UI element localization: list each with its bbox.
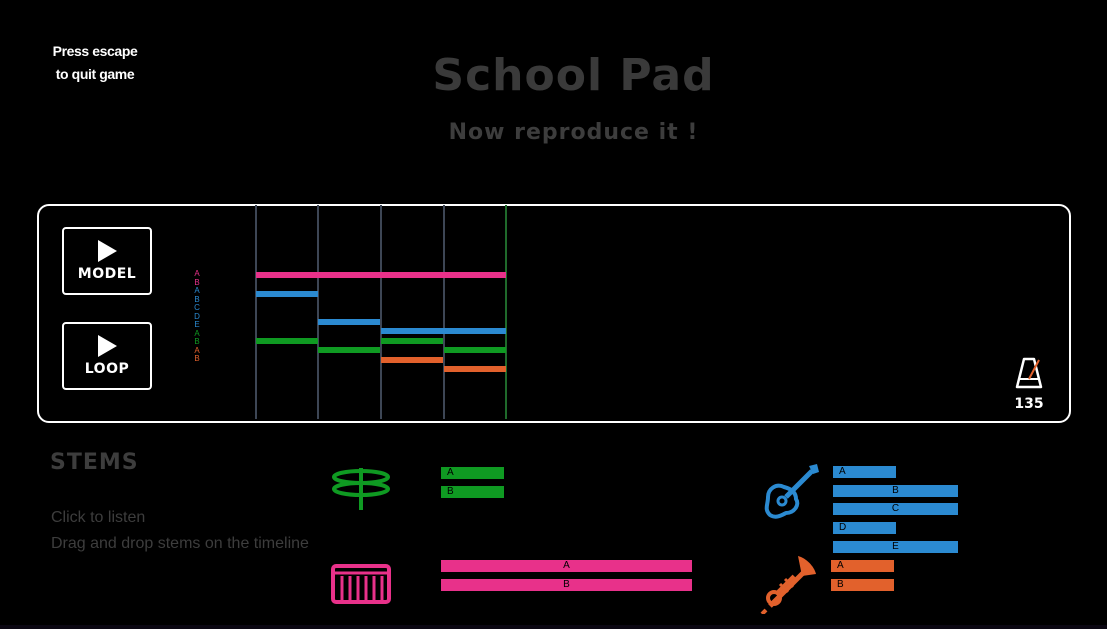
timeline-clip[interactable] [318, 347, 380, 353]
stems-hint-listen: Click to listen [51, 509, 146, 526]
timeline-clip[interactable] [318, 319, 380, 325]
play-icon [97, 240, 117, 262]
stems-title: STEMS [50, 450, 139, 475]
timeline-clip[interactable] [381, 328, 506, 334]
track-letter: C [194, 303, 200, 312]
stem-drums-b[interactable]: B [441, 486, 504, 498]
beat-line [380, 205, 382, 419]
track-letter: B [194, 337, 200, 346]
model-play-button[interactable]: MODEL [62, 227, 152, 295]
beat-line [443, 205, 445, 419]
escape-hint: Press escape to quit game [40, 40, 150, 86]
track-letter: B [194, 277, 200, 287]
stem-keys-b[interactable]: B [441, 579, 692, 591]
timeline-clip[interactable] [444, 366, 506, 372]
stems-hint-drag: Drag and drop stems on the timeline [51, 535, 309, 552]
timeline-clip[interactable] [256, 338, 318, 344]
model-button-label: MODEL [77, 266, 137, 282]
track-letter: B [194, 354, 200, 363]
stem-trumpet-a[interactable]: A [831, 560, 894, 572]
timeline-clip[interactable] [256, 272, 506, 278]
track-letter: A [194, 286, 200, 295]
timeline-clip[interactable] [381, 338, 443, 344]
stem-guitar-a[interactable]: A [833, 466, 896, 478]
piano-icon [331, 564, 391, 604]
loop-play-button[interactable]: LOOP [62, 322, 152, 390]
metronome-icon [1015, 357, 1043, 389]
timeline-clip[interactable] [256, 291, 318, 297]
tempo-value: 135 [1014, 396, 1044, 412]
drum-icon [332, 468, 390, 510]
timeline-panel [37, 204, 1071, 423]
play-icon [97, 335, 117, 357]
track-letter: B [194, 294, 200, 304]
stem-drums-a[interactable]: A [441, 467, 504, 479]
beat-line [255, 205, 257, 419]
stem-guitar-c[interactable]: C [833, 503, 958, 515]
escape-hint-line2: to quit game [55, 66, 135, 82]
track-letter: A [194, 328, 200, 338]
timeline-clip[interactable] [381, 357, 443, 363]
stem-keys-a[interactable]: A [441, 560, 692, 572]
guitar-icon [764, 464, 819, 519]
stem-guitar-d[interactable]: D [833, 522, 896, 534]
track-letter: A [194, 345, 200, 355]
track-letter: A [194, 269, 200, 278]
timeline-clip[interactable] [444, 347, 506, 353]
escape-hint-line1: Press escape [52, 43, 138, 59]
bottom-bar [0, 625, 1107, 629]
stem-guitar-e[interactable]: E [833, 541, 958, 553]
beat-line [317, 205, 319, 419]
track-letter: E [194, 320, 200, 329]
playhead-line [505, 205, 507, 419]
track-letter: D [194, 311, 200, 321]
loop-button-label: LOOP [84, 361, 130, 377]
metronome[interactable]: 135 [1007, 356, 1051, 412]
page-title: School Pad [432, 50, 715, 101]
stem-guitar-b[interactable]: B [833, 485, 958, 497]
trumpet-icon [760, 556, 816, 614]
page-subtitle: Now reproduce it ! [448, 120, 699, 145]
stem-trumpet-b[interactable]: B [831, 579, 894, 591]
